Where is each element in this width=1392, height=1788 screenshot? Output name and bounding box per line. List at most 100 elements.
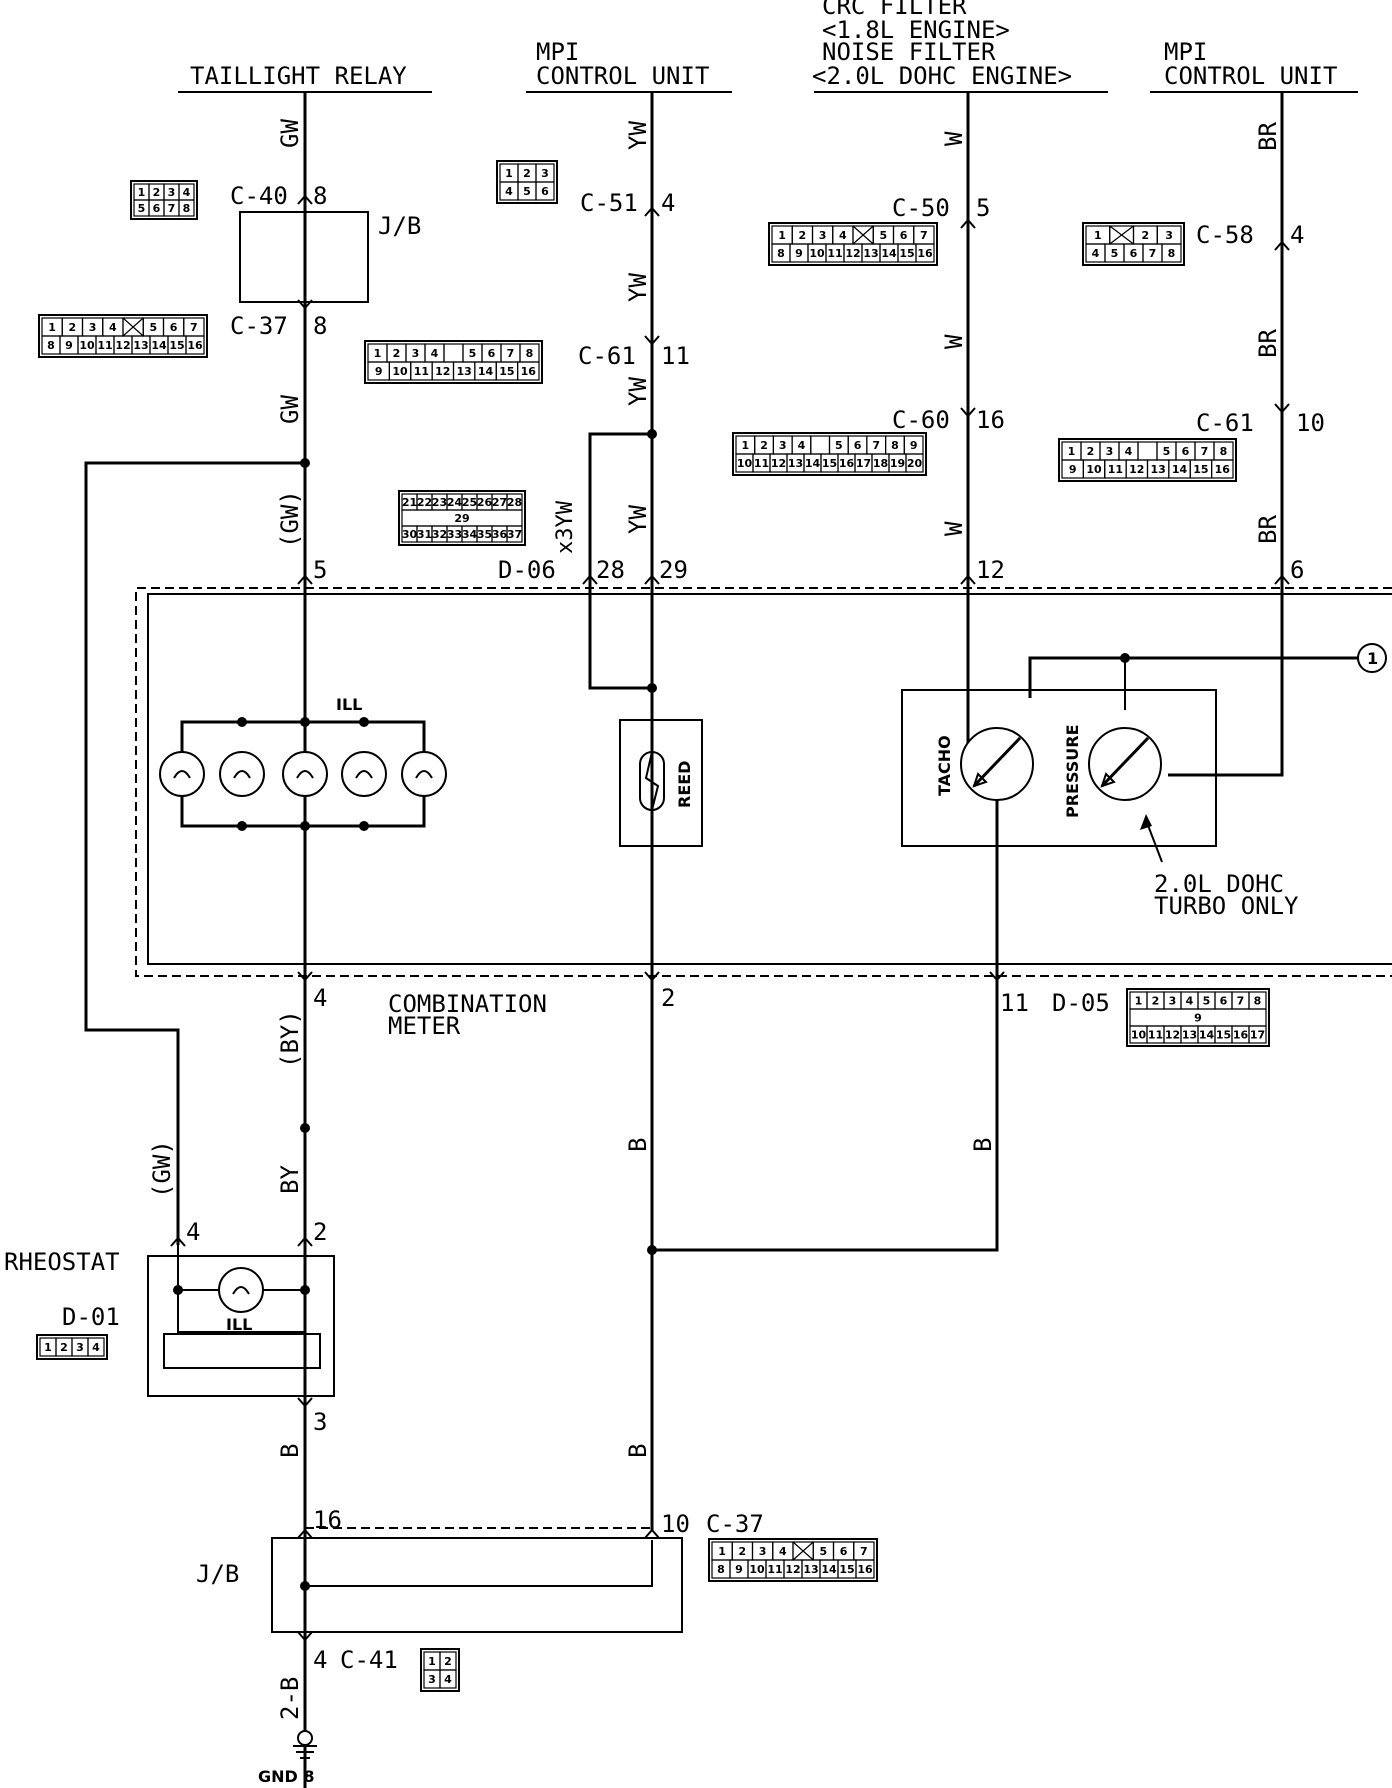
connector-pin-number: 14 <box>821 1563 837 1576</box>
connector-pin-number: 1 <box>742 439 750 452</box>
connector-pin-number: 3 <box>89 321 97 334</box>
connector-pin-number: 21 <box>402 496 417 509</box>
connector-pin-number: 6 <box>854 439 862 452</box>
connector-pin-number: 8 <box>1254 995 1262 1008</box>
pin-c50-5: 5 <box>976 194 990 222</box>
rheostat-ill-label: ILL <box>226 1315 252 1334</box>
connector-pin-number: 22 <box>417 496 432 509</box>
wire-color-by-paren: (BY) <box>276 1010 304 1068</box>
connector-pin-number: 5 <box>880 229 888 242</box>
connector-pin-number: 16 <box>187 339 203 352</box>
jb-top-box <box>239 211 369 303</box>
connector-pin-number: 2 <box>153 186 161 199</box>
junction-dot <box>647 1245 657 1255</box>
wire-color-gw-left: (GW) <box>148 1140 176 1198</box>
wire-color-labels: GW GW (GW) YW YW YW YW x3YW W W W BR BR … <box>148 119 1282 1720</box>
connector-pin-number: 2 <box>1152 995 1160 1008</box>
c37-top-label: C-37 <box>230 312 288 340</box>
connector-cavity <box>439 1669 457 1689</box>
connector-cavity <box>855 1559 875 1579</box>
connector-pin-number: 10 <box>809 247 825 260</box>
wire-pressure-feed <box>1028 656 1360 698</box>
connector-blank-cavity <box>122 317 144 337</box>
connector-pin-number: 10 <box>1086 463 1102 476</box>
tacho-label: TACHO <box>935 735 954 796</box>
reed-contact <box>644 751 660 811</box>
connector-cavity <box>1161 243 1182 263</box>
connector-pin-number: 2 <box>739 1545 747 1558</box>
rheostat-label: RHEOSTAT <box>4 1248 120 1276</box>
mpi-unit-1-label-b: CONTROL UNIT <box>536 62 709 90</box>
reference-1-circle <box>1357 643 1387 673</box>
ground-label: GND 8 <box>258 1767 315 1786</box>
connector-pin-number: 8 <box>526 347 534 360</box>
gauge-top-wire <box>1029 657 1125 698</box>
junction-dot <box>300 458 310 468</box>
junction-dot <box>1120 653 1130 663</box>
connector-cavity <box>1248 1025 1267 1044</box>
connector-pin-number: 5 <box>1163 445 1171 458</box>
connector-pin-number: 4 <box>183 186 191 199</box>
connector-pin-number: 5 <box>820 1545 828 1558</box>
connector-pin-number: 2 <box>1142 229 1150 242</box>
connector-pin-number: 13 <box>803 1563 818 1576</box>
connector-pin-number: 9 <box>910 439 918 452</box>
connector-pin-number: 8 <box>183 202 191 215</box>
connector-pin-number: 19 <box>890 457 905 470</box>
connector-pin-number: 9 <box>1069 463 1077 476</box>
wire-color-yw-top: YW <box>624 121 652 150</box>
reed-switch-box <box>619 719 703 847</box>
pin-d06-5: 5 <box>313 556 327 584</box>
d06-label: D-06 <box>498 556 556 584</box>
connector-pin-number: 9 <box>735 1563 743 1576</box>
connector-pin-number: 15 <box>839 1563 854 1576</box>
pin-rheo-2: 2 <box>313 1218 327 1246</box>
connector-pin-number: 1 <box>778 229 786 242</box>
connector-pin-number: 6 <box>840 1545 848 1558</box>
rheostat-bulb-filament <box>232 1286 250 1295</box>
connector-blank-cavity <box>852 225 874 245</box>
connector-pin-number: 15 <box>822 457 837 470</box>
wire-br-main <box>1168 92 1284 777</box>
pin-c58-4: 4 <box>1290 221 1304 249</box>
connector-pin-number: 2 <box>69 321 77 334</box>
connector-pin-number: 30 <box>402 528 418 541</box>
connector-pin-number: 10 <box>79 339 95 352</box>
connector-pin-number: 13 <box>457 365 472 378</box>
bulb-icon <box>282 751 328 797</box>
connector-pin-number: 5 <box>138 202 146 215</box>
connector-pin-number: 27 <box>492 496 507 509</box>
connector-pin-number: 3 <box>1165 229 1173 242</box>
junction-dot <box>300 717 310 727</box>
meter-label: METER <box>388 1012 461 1040</box>
connector-pin-number: 3 <box>168 186 176 199</box>
connector-pin-number: 16 <box>521 365 537 378</box>
pin-rheo-4: 4 <box>186 1218 200 1246</box>
wire-color-yw-4: YW <box>624 505 652 534</box>
rheostat-left-wire <box>177 1245 305 1333</box>
combination-label: COMBINATION <box>388 990 547 1018</box>
meter-ill-label: ILL <box>336 695 362 714</box>
connector-pin-number: 20 <box>907 457 923 470</box>
connector-pin-number: 2 <box>393 347 401 360</box>
turbo-label-1: 2.0L DOHC <box>1154 870 1284 898</box>
connector-pin-number: 4 <box>505 185 513 198</box>
connector-pin-number: 3 <box>819 229 827 242</box>
jb-bottom-label: J/B <box>196 1560 239 1588</box>
c61-left-label: C-61 <box>578 342 636 370</box>
connector-blank-cavity <box>792 1541 814 1561</box>
connector-pin-number: 10 <box>1131 1029 1147 1042</box>
connector-pin-number: 31 <box>417 528 432 541</box>
pressure-label: PRESSURE <box>1063 724 1082 818</box>
connector-pin-number: 5 <box>1111 247 1119 260</box>
pin-c51-4: 4 <box>661 189 675 217</box>
ground-symbol <box>293 1745 317 1759</box>
connector-pin-number: 11 <box>97 339 112 352</box>
junction-dot <box>300 821 310 831</box>
connector-pin-number: 2 <box>1087 445 1095 458</box>
arrow-marks <box>170 194 1290 1642</box>
